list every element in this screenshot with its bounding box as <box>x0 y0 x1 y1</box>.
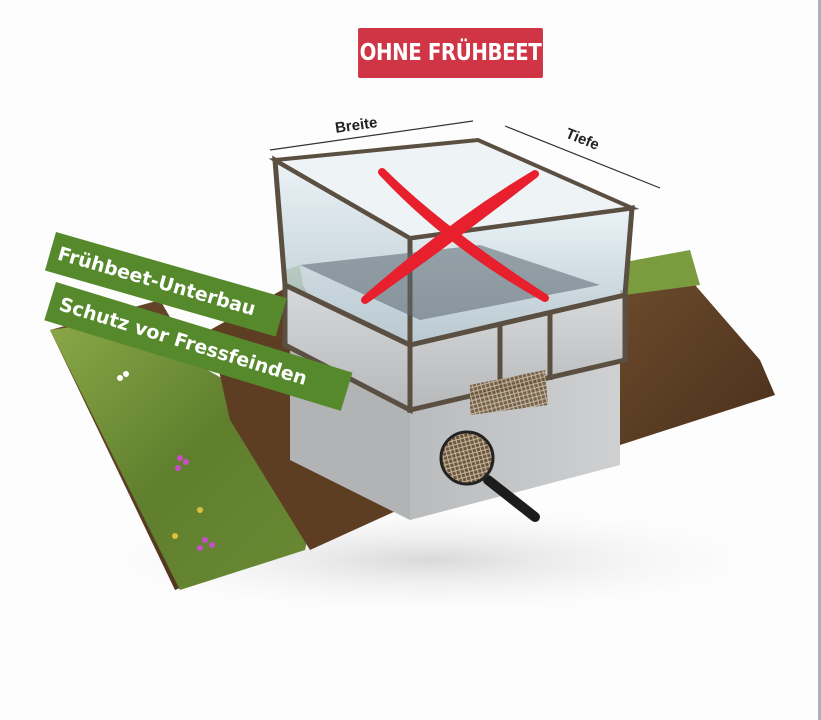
without-cold-frame-badge: OHNE FRÜHBEET <box>358 28 543 78</box>
grass-slope <box>50 320 330 590</box>
page-right-border <box>818 0 821 720</box>
soil-mound-right <box>620 285 775 445</box>
flowers <box>117 371 215 551</box>
cross-out-icon <box>361 168 549 304</box>
grass-tuft-right <box>625 250 700 295</box>
width-dimension-line <box>269 120 474 151</box>
depth-dimension-line <box>504 125 661 189</box>
mesh-visible <box>470 370 548 415</box>
glass-top <box>268 137 640 241</box>
inner-floor <box>300 245 600 320</box>
magnifier-icon <box>439 430 540 522</box>
